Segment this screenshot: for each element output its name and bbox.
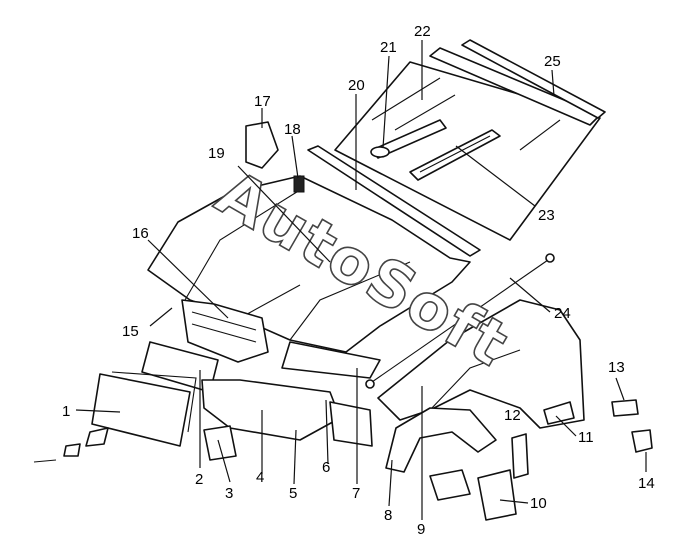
mud-flap <box>429 433 529 521</box>
callout-3: 3 <box>225 485 233 502</box>
callout-19: 19 <box>208 145 225 162</box>
callout-5: 5 <box>289 485 297 502</box>
callout-12: 12 <box>504 407 521 424</box>
hood-hinge <box>245 121 279 169</box>
callout-15: 15 <box>122 323 139 340</box>
callout-labels: 1 2 3 4 5 6 7 8 9 10 11 12 13 14 15 16 1… <box>62 23 655 538</box>
interior-mirror <box>370 119 447 159</box>
callout-25: 25 <box>544 53 561 70</box>
callout-11: 11 <box>578 429 594 446</box>
headlamp <box>91 371 197 447</box>
callout-18: 18 <box>284 121 301 138</box>
radiator-grille <box>181 299 381 379</box>
callout-4: 4 <box>256 469 264 486</box>
hood-support-rod <box>365 253 555 389</box>
callout-24: 24 <box>554 305 571 322</box>
leader-lines <box>75 40 647 520</box>
callout-2: 2 <box>195 471 203 488</box>
callout-13: 13 <box>608 359 625 376</box>
callout-14: 14 <box>638 475 655 492</box>
wiper-blade <box>409 129 501 181</box>
clip-14 <box>631 429 653 453</box>
callout-8: 8 <box>384 507 392 524</box>
callout-17: 17 <box>254 93 271 110</box>
roof-moulding-strip <box>429 39 606 126</box>
callout-7: 7 <box>352 485 360 502</box>
callout-23: 23 <box>538 207 555 224</box>
callout-21: 21 <box>380 39 397 56</box>
side-marker-lamp <box>543 401 575 425</box>
wheel-arch-liner <box>385 407 497 473</box>
washer-nozzle <box>293 175 305 193</box>
windshield-lower-strip <box>307 145 481 257</box>
callout-6: 6 <box>322 459 330 476</box>
headlamp-fasteners <box>33 427 109 463</box>
callout-16: 16 <box>132 225 149 242</box>
badge-13 <box>611 399 639 417</box>
callout-10: 10 <box>530 495 547 512</box>
callout-20: 20 <box>348 77 365 94</box>
bracket-3 <box>203 425 237 461</box>
callout-22: 22 <box>414 23 431 40</box>
front-panel <box>141 341 373 447</box>
callout-9: 9 <box>417 521 425 538</box>
callout-1: 1 <box>62 403 70 420</box>
